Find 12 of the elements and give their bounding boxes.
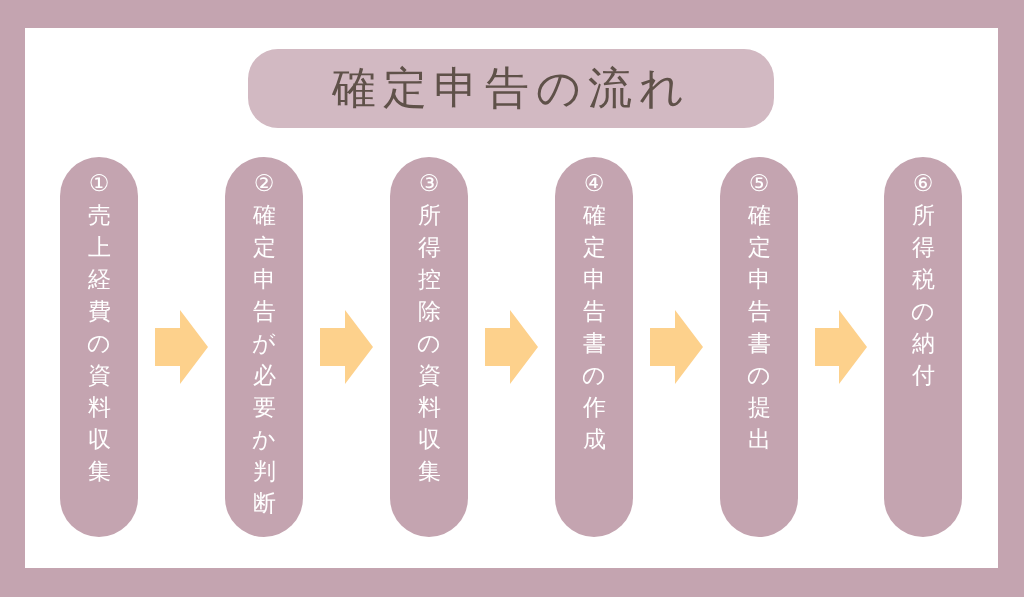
block-arrow [815,310,867,384]
step-label: ③所得控除の資料収集 [416,169,442,486]
step-label: ⑤確定申告書の提出 [746,169,772,454]
title-banner: 確定申告の流れ [248,49,774,128]
block-arrow [155,310,208,384]
step-label: ①売上経費の資料収集 [86,169,112,486]
step-label: ④確定申告書の作成 [581,169,607,454]
step-label: ②確定申告が必要か判断 [251,169,277,518]
step-label: ⑥所得税の納付 [910,169,936,390]
block-arrow [320,310,373,384]
block-arrow [650,310,703,384]
block-arrow [485,310,538,384]
